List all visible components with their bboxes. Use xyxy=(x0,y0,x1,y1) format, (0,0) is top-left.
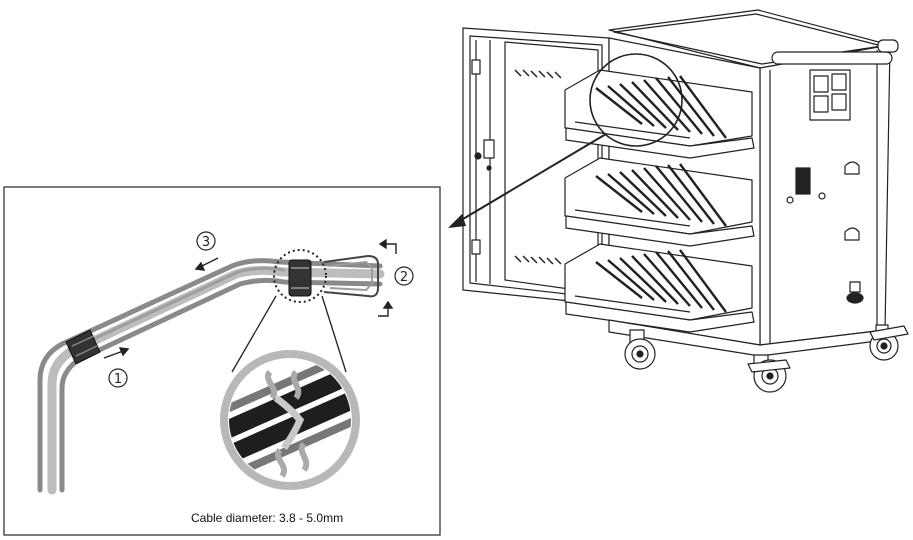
zoom-line-left xyxy=(231,295,277,373)
svg-text:1: 1 xyxy=(114,372,122,387)
detail-highlight-circle xyxy=(589,53,683,147)
shelf-bottom xyxy=(564,243,755,333)
step-2-arrow-top-icon xyxy=(378,238,397,254)
zoom-line-right xyxy=(321,295,347,373)
shelf-top xyxy=(564,69,755,159)
cable-tie-lower xyxy=(65,329,101,365)
caster-front-left xyxy=(624,329,656,370)
cable-holder-bracket xyxy=(323,254,379,298)
step-1-arrow-icon xyxy=(103,347,130,359)
detail-panel-frame xyxy=(3,186,441,536)
focus-dotted-circle xyxy=(273,249,327,303)
charging-cart-illustration xyxy=(462,9,909,393)
svg-text:3: 3 xyxy=(202,235,210,250)
step-3-arrow-icon xyxy=(194,257,219,271)
caster-back-right xyxy=(869,324,909,361)
caster-wheels xyxy=(624,324,909,393)
step-label-1: 1 xyxy=(108,368,128,388)
step-label-3: 3 xyxy=(196,231,216,251)
step-2-arrow-bottom-icon xyxy=(378,300,394,317)
svg-text:2: 2 xyxy=(400,270,408,285)
zoom-detail-circle xyxy=(220,350,360,490)
step-label-2: 2 xyxy=(394,266,414,286)
detail-pointer-arrow xyxy=(448,133,607,228)
detail-panel: 1 2 3 Cable diameter: 3.8 - 5.0mm xyxy=(3,186,441,536)
step-arrows xyxy=(103,238,397,359)
cable-diameter-caption: Cable diameter: 3.8 - 5.0mm xyxy=(191,511,343,525)
cable-tie-upper xyxy=(288,259,312,297)
shelf-middle xyxy=(564,157,755,247)
caster-front-right xyxy=(747,354,791,393)
